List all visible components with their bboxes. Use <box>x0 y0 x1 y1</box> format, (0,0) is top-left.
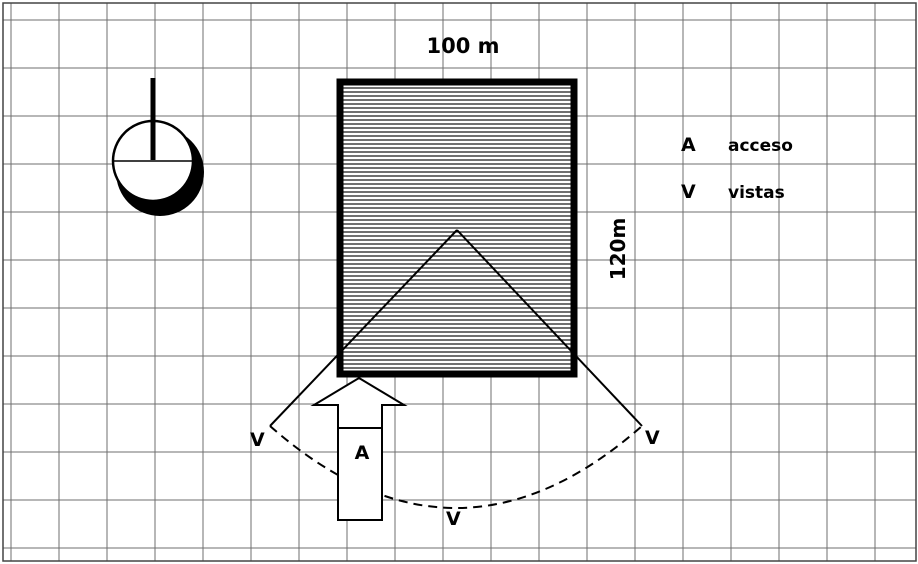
legend: A acceso V vistas <box>681 134 793 203</box>
legend-access-text: acceso <box>728 136 793 156</box>
height-dimension-label: 120m <box>606 218 630 281</box>
access-arrow-head <box>310 376 408 429</box>
view-marker-right: V <box>645 427 660 449</box>
view-arc-dashed <box>269 425 643 509</box>
access-arrow: A <box>310 376 408 521</box>
site-boundary <box>336 78 578 378</box>
access-arrow-shaft <box>337 427 383 521</box>
legend-views-letter: V <box>681 181 696 203</box>
view-cone <box>269 229 643 509</box>
north-sun-icon <box>111 78 204 216</box>
view-marker-left: V <box>250 429 265 451</box>
access-marker-label: A <box>355 442 370 464</box>
legend-views-text: vistas <box>728 183 785 203</box>
legend-access-letter: A <box>681 134 696 156</box>
site-plot <box>336 78 578 378</box>
site-hatching <box>340 83 574 373</box>
view-line-left <box>269 229 458 427</box>
view-line-right <box>456 229 643 427</box>
width-dimension-label: 100 m <box>426 34 499 58</box>
view-marker-bottom: V <box>446 508 461 530</box>
